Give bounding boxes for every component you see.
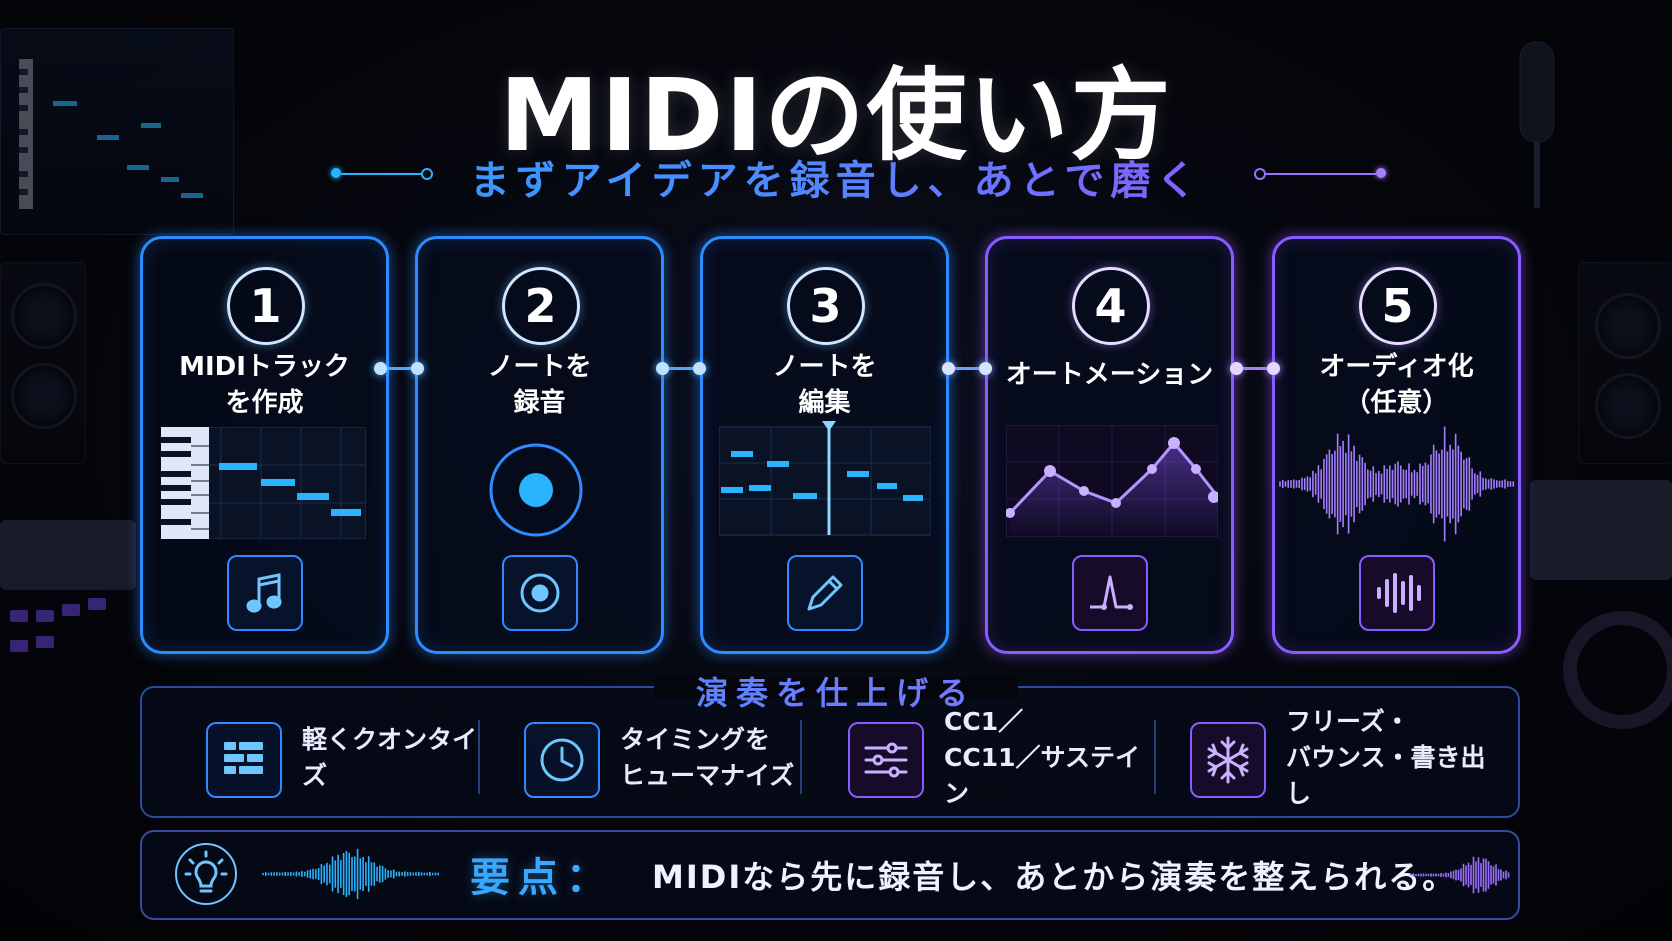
snowflake-icon (1190, 722, 1266, 798)
step-1-card: 1 MIDIトラック を作成 (140, 236, 389, 654)
finish-item-label: フリーズ・ バウンス・書き出し (1286, 707, 1486, 808)
music-note-icon (226, 555, 303, 631)
connector-1-2 (374, 362, 424, 375)
step-label: ノートを 編集 (772, 352, 877, 418)
page-subtitle: まずアイデアを録音し、あとで磨く (0, 148, 1672, 206)
finishing-title: 演奏を仕上げる (0, 668, 1672, 714)
finish-item-label: タイミングを ヒューマナイズ (620, 725, 795, 790)
clock-icon (524, 722, 600, 798)
finish-divider (478, 720, 480, 794)
step-number: 3 (786, 267, 865, 345)
piano-roll-background-icon (19, 59, 203, 209)
lightbulb-icon (170, 838, 242, 910)
subtitle-right-dot (1376, 168, 1386, 178)
step-4-card: 4 オートメーション (985, 236, 1234, 654)
step-number: 1 (226, 267, 305, 345)
step-5-card: 5 オーディオ化 （任意） (1272, 236, 1521, 654)
finish-item-quantize: 軽くクオンタイズ (206, 722, 486, 798)
step-label: オートメーション (1005, 360, 1214, 390)
finish-item-freeze: フリーズ・ バウンス・書き出し (1190, 707, 1510, 808)
step-number: 2 (501, 267, 580, 345)
connector-4-5 (1230, 362, 1280, 375)
finish-divider (1154, 720, 1156, 794)
piano-roll-illustration (160, 426, 367, 545)
step-number: 5 (1358, 267, 1437, 345)
finishing-panel (140, 686, 1520, 818)
step-label: ノートを 録音 (487, 352, 592, 418)
record-icon (501, 555, 578, 631)
page-title: MIDIの使い方 (499, 57, 1173, 174)
connector-3-4 (942, 362, 992, 375)
key-point-label: 要点： (470, 855, 614, 901)
note-editor-illustration (718, 421, 932, 539)
background-controller-right (1530, 470, 1672, 730)
grid-icon (206, 722, 282, 798)
step-3-card: 3 ノートを 編集 (700, 236, 949, 654)
background-microphone (1480, 38, 1590, 218)
envelope-curve-icon (1071, 555, 1148, 631)
key-waveform-right (1410, 856, 1510, 894)
subtitle-left-ring (421, 168, 433, 180)
subtitle-right-ring (1254, 168, 1266, 180)
record-illustration (434, 425, 639, 543)
automation-illustration (1005, 424, 1220, 543)
finish-item-humanize: タイミングを ヒューマナイズ (524, 722, 804, 798)
subtitle-left-dot (331, 168, 341, 178)
key-point-panel (140, 830, 1520, 920)
step-2-card: 2 ノートを 録音 (415, 236, 664, 654)
finishing-title-backdrop (654, 678, 1018, 698)
connector-2-3 (656, 362, 706, 375)
background-controller-left (0, 500, 136, 730)
finish-item-label: CC1／ CC11／サステイン (944, 707, 1140, 808)
subtitle-left-line (341, 173, 421, 175)
waveform-illustration (1279, 425, 1515, 543)
step-number: 4 (1071, 267, 1150, 345)
subtitle-right-line (1266, 173, 1376, 175)
background-daw-screen (0, 28, 234, 235)
key-point-text: MIDIなら先に録音し、あとから演奏を整えられる。 (652, 858, 1457, 896)
step-label: MIDIトラック を作成 (179, 352, 350, 418)
finish-divider (800, 720, 802, 794)
sliders-icon (848, 722, 924, 798)
finish-item-label: 軽くクオンタイズ (302, 725, 478, 790)
background-speaker-right (1578, 262, 1672, 464)
key-waveform-left (262, 848, 440, 900)
waveform-icon (1358, 555, 1435, 631)
finish-item-cc: CC1／ CC11／サステイン (848, 707, 1148, 808)
step-label: オーディオ化 （任意） (1319, 352, 1474, 418)
background-speaker-left (0, 262, 86, 464)
pencil-icon (786, 555, 863, 631)
